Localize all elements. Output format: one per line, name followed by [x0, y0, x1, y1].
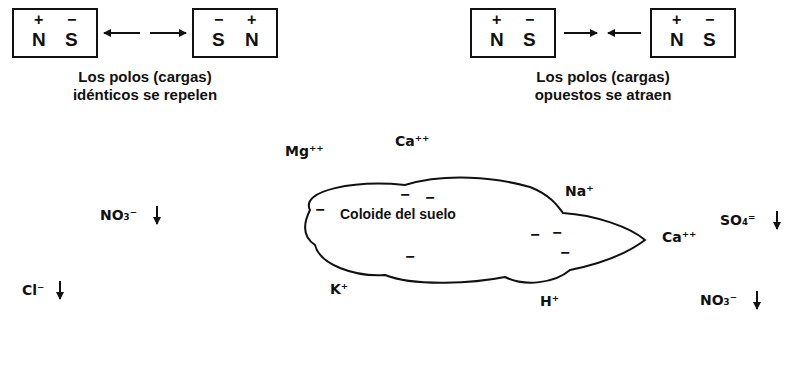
pole-letter: S	[703, 30, 716, 50]
charge-sign: −	[525, 12, 534, 28]
charge-sign: +	[34, 12, 43, 28]
charge-sign: +	[672, 12, 681, 28]
ion-label: Ca⁺⁺	[662, 228, 697, 246]
negative-charge: −	[560, 245, 569, 261]
pole-letter: S	[523, 30, 536, 50]
soil-colloid: Coloide del suelo	[295, 165, 665, 300]
leaching-arrow	[59, 281, 61, 299]
repel-arrow	[104, 32, 140, 34]
leaching-arrow	[756, 291, 758, 309]
ion-label: Cl⁻	[22, 281, 44, 299]
pole-letter: N	[245, 30, 259, 50]
negative-charge: −	[425, 190, 434, 206]
caption-text: Los polos (cargas) opuestos se atraen	[518, 68, 688, 104]
magnet-box: + N − S	[470, 8, 556, 58]
attract-arrow	[564, 32, 597, 34]
colloid-name: Coloide del suelo	[340, 205, 456, 223]
charge-sign: −	[67, 12, 76, 28]
pole-letter: S	[65, 30, 78, 50]
ion-label: H⁺	[540, 292, 559, 310]
charge-sign: +	[492, 12, 501, 28]
negative-charge: −	[552, 225, 561, 241]
leaching-arrow	[156, 206, 158, 224]
ion-label: SO₄⁼	[720, 211, 756, 229]
negative-charge: −	[315, 202, 324, 218]
magnet-box: + N − S	[650, 8, 736, 58]
negative-charge: −	[530, 227, 539, 243]
ion-label: K⁺	[330, 280, 348, 298]
caption-text: Los polos (cargas) idénticos se repelen	[60, 68, 230, 104]
negative-charge: −	[400, 187, 409, 203]
ion-label: Mg⁺⁺	[285, 142, 324, 160]
pole-letter: N	[670, 30, 684, 50]
magnet-box: − S + N	[192, 8, 278, 58]
repel-arrow	[150, 32, 186, 34]
pole-letter: N	[32, 30, 46, 50]
charge-sign: +	[247, 12, 256, 28]
ion-label: Na⁺	[565, 182, 594, 200]
ion-label: NO₃⁻	[100, 206, 137, 224]
ion-label: Ca⁺⁺	[395, 132, 430, 150]
leaching-arrow	[776, 211, 778, 229]
magnet-box: + N − S	[12, 8, 98, 58]
charge-sign: −	[705, 12, 714, 28]
pole-letter: S	[212, 30, 225, 50]
charge-sign: −	[214, 12, 223, 28]
negative-charge: −	[405, 249, 414, 265]
colloid-outline	[305, 178, 645, 283]
pole-letter: N	[490, 30, 504, 50]
ion-label: NO₃⁻	[700, 291, 737, 309]
attract-arrow	[608, 32, 641, 34]
colloid-outline	[295, 165, 665, 300]
